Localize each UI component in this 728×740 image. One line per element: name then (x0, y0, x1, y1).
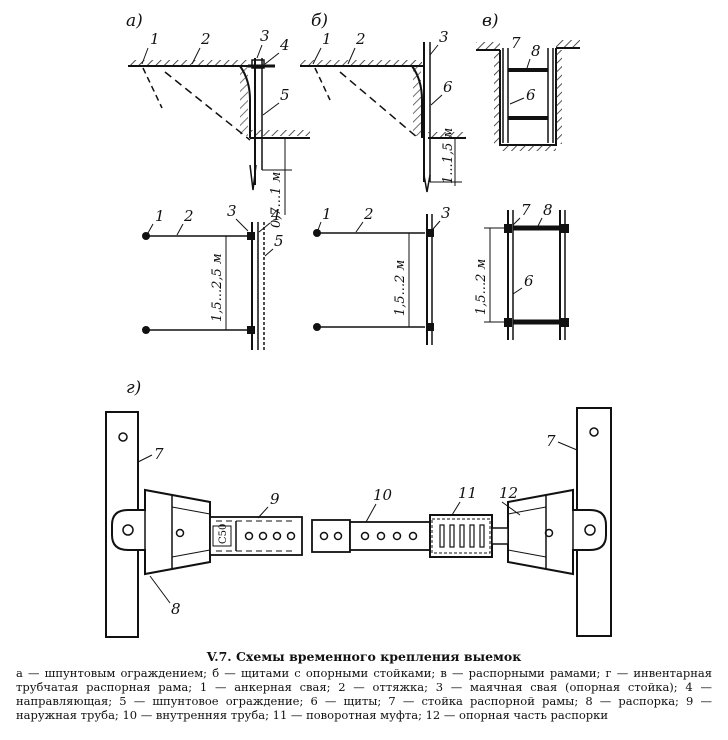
depth-dimension-a: 0,7...1 м (269, 172, 284, 228)
callout-4: 4 (279, 36, 290, 54)
callout-4: 4 (270, 206, 281, 224)
depth-dimension-b: 1...1,5 м (441, 128, 456, 184)
panel-label-b: б) (311, 11, 328, 31)
callout-10: 10 (373, 486, 393, 504)
callout-8: 8 (171, 600, 181, 618)
spacing-dimension-b: 1,5...2 м (393, 260, 408, 316)
callout-5: 5 (280, 86, 290, 104)
callout-8: 8 (543, 201, 553, 219)
callout-1: 1 (150, 30, 160, 48)
panel-g-strut: г) С50 (105, 378, 612, 638)
sleeve-marking: С50 (218, 524, 229, 544)
callout-7: 7 (154, 445, 164, 463)
callout-3: 3 (439, 28, 449, 46)
callout-12: 12 (499, 484, 518, 502)
callout-7: 7 (521, 201, 531, 219)
callout-2: 2 (363, 205, 374, 223)
callout-7: 7 (511, 34, 521, 52)
callout-6: 6 (443, 78, 453, 96)
panel-v-section: в) 7 8 6 (476, 11, 580, 151)
figure-caption: V.7. Схемы временного крепления выемок а… (16, 649, 712, 723)
spacing-dimension-v: 1,5...2 м (474, 259, 489, 315)
panel-a-plan: 1,5...2,5 м 1 2 3 4 5 (142, 202, 284, 350)
callout-6: 6 (524, 272, 534, 290)
panel-b-plan: 1,5...2 м 1 2 3 (313, 204, 451, 345)
panel-label-v: в) (482, 11, 499, 31)
callout-2: 2 (200, 30, 211, 48)
excavation-shoring-diagram: а) 1 2 3 4 5 0,7...1 м б) (105, 11, 612, 638)
callout-11: 11 (458, 484, 477, 502)
panel-label-a: а) (126, 11, 143, 31)
callout-9: 9 (270, 490, 280, 508)
caption-title: V.7. Схемы временного крепления выемок (206, 649, 522, 664)
callout-1: 1 (322, 205, 332, 223)
callout-3: 3 (441, 204, 451, 222)
panel-b-section: б) 1 2 3 6 1...1,5 м (300, 11, 466, 193)
callout-5: 5 (274, 232, 284, 250)
callout-3: 3 (227, 202, 237, 220)
caption-text: а — шпунтовым ограждением; б — щитами с … (16, 666, 712, 722)
ground-hatch (128, 60, 248, 66)
callout-1: 1 (155, 207, 165, 225)
callout-1: 1 (322, 30, 332, 48)
callout-8: 8 (531, 42, 541, 60)
callout-3: 3 (260, 27, 270, 45)
callout-2: 2 (183, 207, 194, 225)
callout-2: 2 (355, 30, 366, 48)
spacing-dimension-a: 1,5...2,5 м (210, 253, 225, 322)
callout-7: 7 (546, 432, 556, 450)
panel-a-section: а) 1 2 3 4 5 0,7...1 м (126, 11, 310, 228)
panel-label-g: г) (126, 378, 141, 398)
panel-v-plan: 1,5...2 м 7 8 6 (474, 201, 569, 340)
callout-6: 6 (526, 86, 536, 104)
